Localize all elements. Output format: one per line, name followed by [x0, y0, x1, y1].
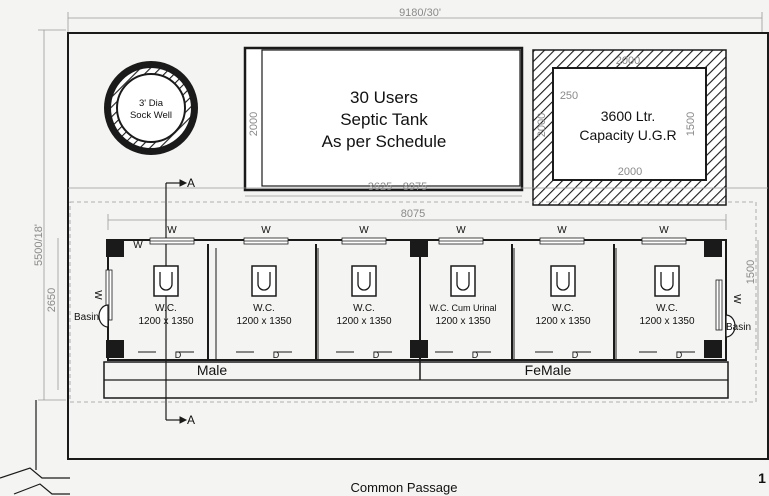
cubicle-name: W.C.	[253, 303, 275, 314]
cubicle-size: 1200 x 1350	[236, 316, 291, 327]
window-label: W	[261, 225, 271, 236]
sock-well: 3' Dia Sock Well	[104, 61, 198, 155]
wc-bowl-icon	[159, 272, 173, 291]
wc-pan-icon	[550, 265, 576, 297]
window-label: W	[557, 225, 567, 236]
cubicle-size: 1200 x 1350	[336, 316, 391, 327]
toilet-block-length-dimension: 8075	[401, 208, 425, 220]
cubicle-size: 1200 x 1350	[435, 316, 490, 327]
door-label: D	[472, 350, 479, 360]
door-label: D	[373, 350, 380, 360]
male-section-label: Male	[197, 362, 228, 378]
side-window-right-label: W	[731, 294, 742, 304]
cubicle-name: W.C. Cum Urinal	[429, 303, 496, 313]
door-label: D	[273, 350, 280, 360]
wc-bowl-icon	[257, 272, 271, 291]
side-window-left	[105, 269, 113, 321]
septic-length-dimension: 3625	[368, 181, 392, 193]
wc-pan-icon	[654, 265, 680, 297]
cubicle-size: 1200 x 1350	[535, 316, 590, 327]
septic-tank-label-line2: Septic Tank	[340, 110, 428, 129]
septic-tank: 30 Users Septic Tank As per Schedule 200…	[243, 46, 524, 197]
ugr-label-line2: Capacity U.G.R	[579, 127, 676, 143]
septic-tank-label-line3: As per Schedule	[322, 132, 447, 151]
section-mark-top: A	[187, 176, 195, 190]
ugr-label-line1: 3600 Ltr.	[601, 108, 656, 124]
section-line-a-a	[165, 179, 188, 424]
wc-pan-icon	[153, 265, 179, 297]
cubicle-size: 1200 x 1350	[138, 316, 193, 327]
basin-left-label: Basin	[74, 312, 99, 323]
wc-bowl-icon	[556, 272, 570, 291]
door-label: D	[676, 350, 683, 360]
ugr-bottom-dimension: 2000	[618, 166, 642, 178]
door-label: D	[175, 350, 182, 360]
wc-bowl-icon	[660, 272, 674, 291]
sock-well-label-line2: Sock Well	[130, 110, 172, 121]
wc-pan-icon	[351, 265, 377, 297]
cubicle-size: 1200 x 1350	[639, 316, 694, 327]
window-group: W W W W W W W	[133, 225, 687, 251]
septic-tank-label-line1: 30 Users	[350, 88, 418, 107]
wc-bowl-icon	[357, 272, 371, 291]
female-section-label: FeMale	[525, 362, 572, 378]
ugr-tank: 3600 Ltr. Capacity U.G.R 2000 2000 250 2…	[532, 49, 727, 206]
page-number: 1	[758, 470, 766, 486]
side-window-right	[715, 279, 723, 331]
span-8975-dimension: 8975	[403, 181, 427, 193]
overall-dimension-lines	[38, 12, 763, 401]
septic-depth-dimension: 2000	[248, 112, 260, 136]
block-depth-dimension: 2650	[46, 288, 58, 312]
right-recess-dimension: 1500	[745, 260, 757, 284]
break-line	[0, 400, 768, 495]
door-label: D	[572, 350, 579, 360]
window-label: W	[659, 225, 669, 236]
wc-pan-icon	[450, 265, 476, 297]
ugr-right-dimension: 1500	[685, 112, 697, 136]
window-label: W	[167, 225, 177, 236]
wc-pan-icon	[251, 265, 277, 297]
common-passage-label: Common Passage	[351, 480, 458, 495]
ugr-top-dimension: 2000	[616, 55, 640, 67]
cubicle-name: W.C.	[353, 303, 375, 314]
sock-well-label-line1: 3' Dia	[139, 98, 164, 109]
cubicle-name: W.C.	[155, 303, 177, 314]
overall-width-dimension: 9180/30'	[399, 7, 441, 19]
wc-bowl-icon	[456, 272, 470, 291]
basin-left: Basin	[74, 304, 109, 328]
section-mark-bottom: A	[187, 413, 195, 427]
window-label: W	[133, 240, 143, 251]
ugr-left-dimension: 2000	[536, 113, 548, 137]
ugr-wall-dimension: 250	[560, 90, 578, 102]
side-window-left-label: W	[92, 290, 103, 300]
cubicle-name: W.C.	[656, 303, 678, 314]
corner-columns	[106, 239, 722, 358]
overall-depth-dimension: 5500/18'	[33, 224, 45, 266]
basin-right-label: Basin	[726, 322, 751, 333]
window-label: W	[359, 225, 369, 236]
basin-right: Basin	[725, 314, 751, 338]
window-label: W	[456, 225, 466, 236]
toilet-block-dimension-lines	[57, 187, 768, 403]
cubicle-name: W.C.	[552, 303, 574, 314]
